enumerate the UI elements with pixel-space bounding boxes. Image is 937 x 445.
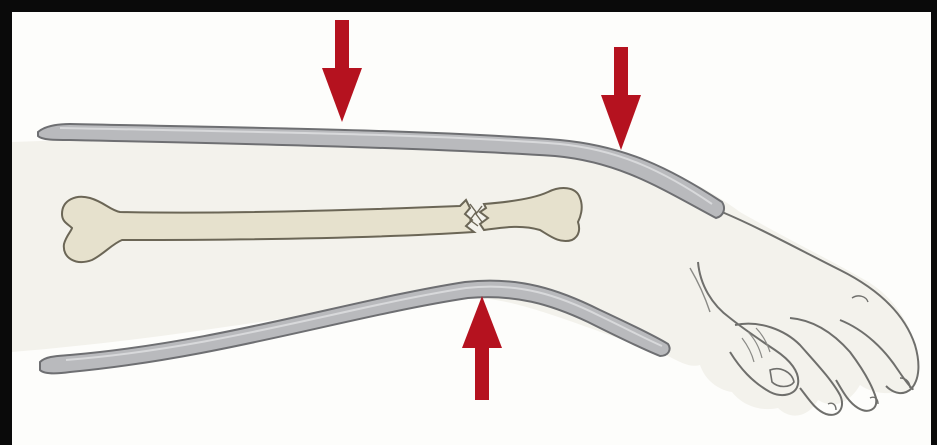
arrow-top-wrist-icon: [601, 47, 641, 150]
forearm-skin: [12, 137, 918, 415]
forearm-splint-diagram: [12, 12, 931, 445]
diagram-frame: [12, 12, 931, 445]
arrow-top-forearm-icon: [322, 20, 362, 122]
arrow-bottom-fracture-icon: [462, 296, 502, 400]
